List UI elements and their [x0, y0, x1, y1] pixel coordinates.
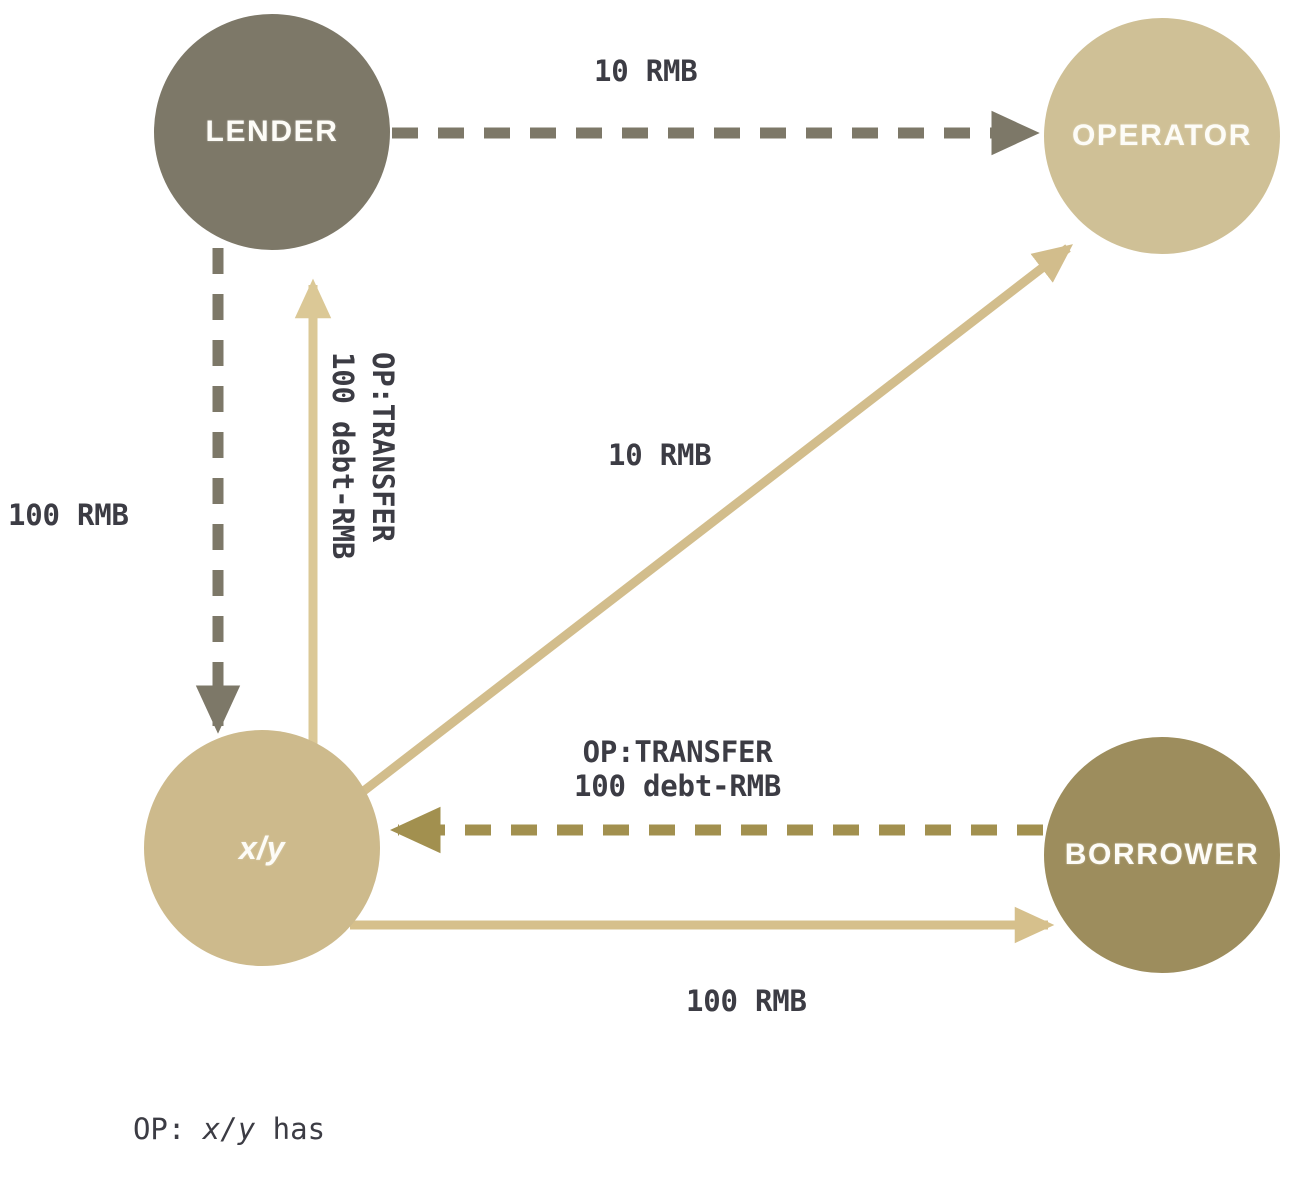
edge-label-xy-lender-op: OP:TRANSFER — [366, 352, 400, 542]
diagram-caption: OP: x/y has credential credit score — [64, 1036, 394, 1182]
caption-line-1-italic: x/y — [202, 1112, 256, 1147]
node-xy[interactable]: x/y — [144, 730, 380, 966]
edge-label-xy-lender-amount: 100 debt-RMB — [326, 352, 360, 559]
node-lender[interactable]: LENDER — [154, 14, 390, 250]
edge-label-xy-lender-op-line1: OP:TRANSFER — [366, 352, 400, 542]
edge-label-borrower-xy-op-line1: OP:TRANSFER — [582, 735, 773, 769]
edge-xy-to-operator — [349, 244, 1074, 804]
edge-label-lender-operator: 10 RMB — [594, 54, 698, 88]
caption-line-1-prefix: OP: — [132, 1112, 203, 1147]
edge-label-xy-borrower: 100 RMB — [686, 984, 807, 1018]
node-operator[interactable]: OPERATOR — [1044, 18, 1280, 254]
node-borrower[interactable]: BORROWER — [1044, 737, 1280, 973]
node-xy-label: x/y — [239, 829, 285, 866]
edge-label-borrower-xy-op-line2: 100 debt-RMB — [574, 769, 782, 804]
edge-label-xy-lender-op-line2: 100 debt-RMB — [326, 352, 360, 560]
caption-line-1-suffix: has — [255, 1112, 326, 1147]
node-operator-label: OPERATOR — [1071, 119, 1253, 152]
node-borrower-label: BORROWER — [1064, 838, 1260, 871]
edge-label-xy-operator: 10 RMB — [608, 438, 712, 472]
caption-line-1: OP: x/y has — [64, 1111, 394, 1149]
node-lender-label: LENDER — [205, 115, 339, 148]
edge-label-lender-xy: 100 RMB — [8, 498, 129, 532]
